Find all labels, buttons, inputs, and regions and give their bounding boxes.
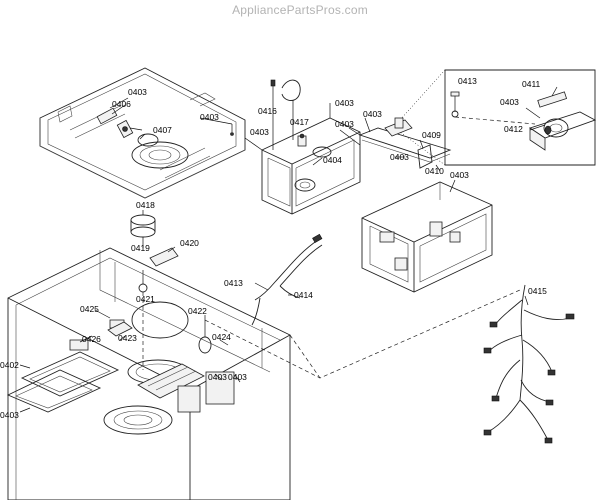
- callout-0403-chassis: 0403: [450, 170, 469, 180]
- callout-0415: 0415: [528, 286, 547, 296]
- callout-0417: 0417: [290, 117, 309, 127]
- callout-0420: 0420: [180, 238, 199, 248]
- callout-0403-cavity-left: 0403: [208, 372, 227, 382]
- callout-0402: 0402: [0, 360, 19, 370]
- callout-0403-cavity-right: 0403: [228, 372, 247, 382]
- fan-motor-housing: [244, 79, 361, 215]
- callout-0403-bracket-mid: 0403: [390, 152, 409, 162]
- callout-0424: 0424: [212, 332, 231, 342]
- stirrer-motor: [130, 210, 189, 370]
- callout-0407: 0407: [153, 125, 172, 135]
- callout-0403-topright: 0403: [200, 112, 219, 122]
- callout-0423: 0423: [118, 333, 137, 343]
- callout-0403-housing-right: 0403: [335, 119, 354, 129]
- callout-0403-housing-left: 0403: [250, 127, 269, 137]
- callout-0422: 0422: [188, 306, 207, 316]
- callout-0410: 0410: [425, 166, 444, 176]
- callout-0403-bottom: 0403: [0, 410, 19, 420]
- callout-0411: 0411: [522, 79, 541, 89]
- callout-0404: 0404: [323, 155, 342, 165]
- oven-cavity-chassis: [6, 247, 521, 500]
- callout-0403-bracket: 0403: [363, 109, 382, 119]
- wire-harness-right: [483, 284, 575, 444]
- callout-0409: 0409: [422, 130, 441, 140]
- callout-0421: 0421: [136, 294, 155, 304]
- relay-chassis: [361, 179, 493, 293]
- callout-0406: 0406: [112, 99, 131, 109]
- callout-0426: 0426: [82, 334, 101, 344]
- callout-0413-box: 0413: [458, 76, 477, 86]
- callout-0403-housing-top: 0403: [335, 98, 354, 108]
- control-bracket: [348, 117, 452, 172]
- callout-0412: 0412: [504, 124, 523, 134]
- callout-0416: 0416: [258, 106, 277, 116]
- top-panel-assembly: [39, 67, 246, 199]
- fuse-detail-box: [399, 69, 597, 166]
- watermark: AppliancePartsPros.com: [232, 3, 368, 17]
- callout-0403-top: 0403: [128, 87, 147, 97]
- callout-0425: 0425: [80, 304, 99, 314]
- callout-0413-center: 0413: [224, 278, 243, 288]
- callout-0419: 0419: [131, 243, 150, 253]
- callout-0414: 0414: [294, 290, 313, 300]
- callout-0418: 0418: [136, 200, 155, 210]
- callout-0403-box: 0403: [500, 97, 519, 107]
- wire-harness-center: [251, 233, 323, 326]
- callout-labels: 0403 0406 0407 0403 0416 0403 0417 0403 …: [0, 76, 547, 420]
